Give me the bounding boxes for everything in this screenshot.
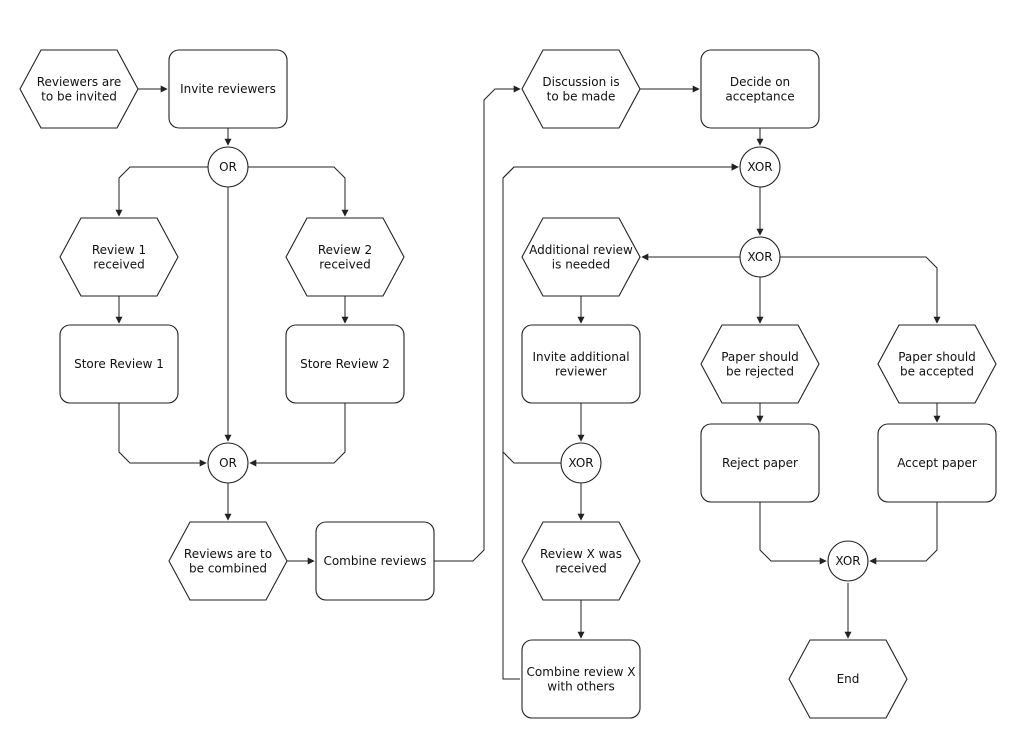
function-store-review1: Store Review 1 [59,324,179,404]
edge-combine-to-discussion [434,85,521,562]
event-discussion-hexagon [521,49,641,129]
function-invite-reviewers: Invite reviewers [168,49,288,129]
function-reject: Reject paper [700,423,820,503]
event-end: End [788,639,908,719]
function-combine-reviews-label: Combine reviews [323,554,426,568]
connector-or-join-label: OR [219,456,237,470]
function-accept-label: Accept paper [897,456,977,470]
function-reject-box [700,423,820,503]
event-additional-needed-hexagon [521,217,641,297]
function-store-review1-box [59,324,179,404]
connector-xor-additional-circle [560,442,602,484]
edge-accept-to-xor-end [869,502,938,565]
function-decide-box [700,49,820,129]
event-reviews-combined-hexagon [168,521,288,601]
function-combine-reviews: Combine reviews [315,521,435,601]
edge-combine-x-loop-back [502,163,739,680]
connector-xor-loop-circle [739,146,781,188]
connector-xor-end-label: XOR [835,554,860,568]
connector-xor-decision-label: XOR [747,250,772,264]
connector-or-join-circle [207,442,249,484]
edge-store1-to-or-join [118,403,207,467]
function-accept-box [877,423,997,503]
connector-or-join: OR [207,442,249,484]
event-paper-accepted-hexagon [877,324,997,404]
connector-xor-end-circle [827,540,869,582]
function-reject-label: Reject paper [722,456,798,470]
function-combine-reviews-box [315,521,435,601]
event-paper-rejected-hexagon [700,324,820,404]
function-invite-reviewers-box [168,49,288,129]
function-store-review2: Store Review 2 [285,324,405,404]
function-accept: Accept paper [877,423,997,503]
function-store-review2-box [285,324,405,404]
edge-xor-additional-loop-back [502,163,739,464]
event-review1-received-hexagon [59,217,179,297]
connector-xor-additional: XOR [560,442,602,484]
event-end-hexagon [788,639,908,719]
function-store-review2-label: Store Review 2 [300,357,390,371]
connector-or-split: OR [207,146,249,188]
edge-or-split-to-review1 [115,166,208,217]
connector-xor-additional-label: XOR [568,456,593,470]
connector-or-split-circle [207,146,249,188]
function-store-review1-label: Store Review 1 [74,357,164,371]
connector-xor-loop: XOR [739,146,781,188]
event-review2-received-hexagon [285,217,405,297]
connector-xor-end: XOR [827,540,869,582]
connector-xor-loop-label: XOR [747,160,772,174]
edge-or-split-to-review2 [248,166,349,217]
function-combine-x-box [521,639,641,719]
connector-xor-decision: XOR [739,236,781,278]
event-end-label: End [837,672,860,686]
connector-xor-decision-circle [739,236,781,278]
function-invite-additional-box [521,324,641,404]
event-reviewers-invited-hexagon [19,49,139,129]
connector-or-split-label: OR [219,160,237,174]
function-invite-reviewers-label: Invite reviewers [180,82,276,96]
edge-reject-to-xor-end [759,502,827,565]
edge-xor-decision-to-accepted [780,256,941,324]
edge-store2-to-or-join [249,403,346,467]
event-reviewx-received-hexagon [521,521,641,601]
